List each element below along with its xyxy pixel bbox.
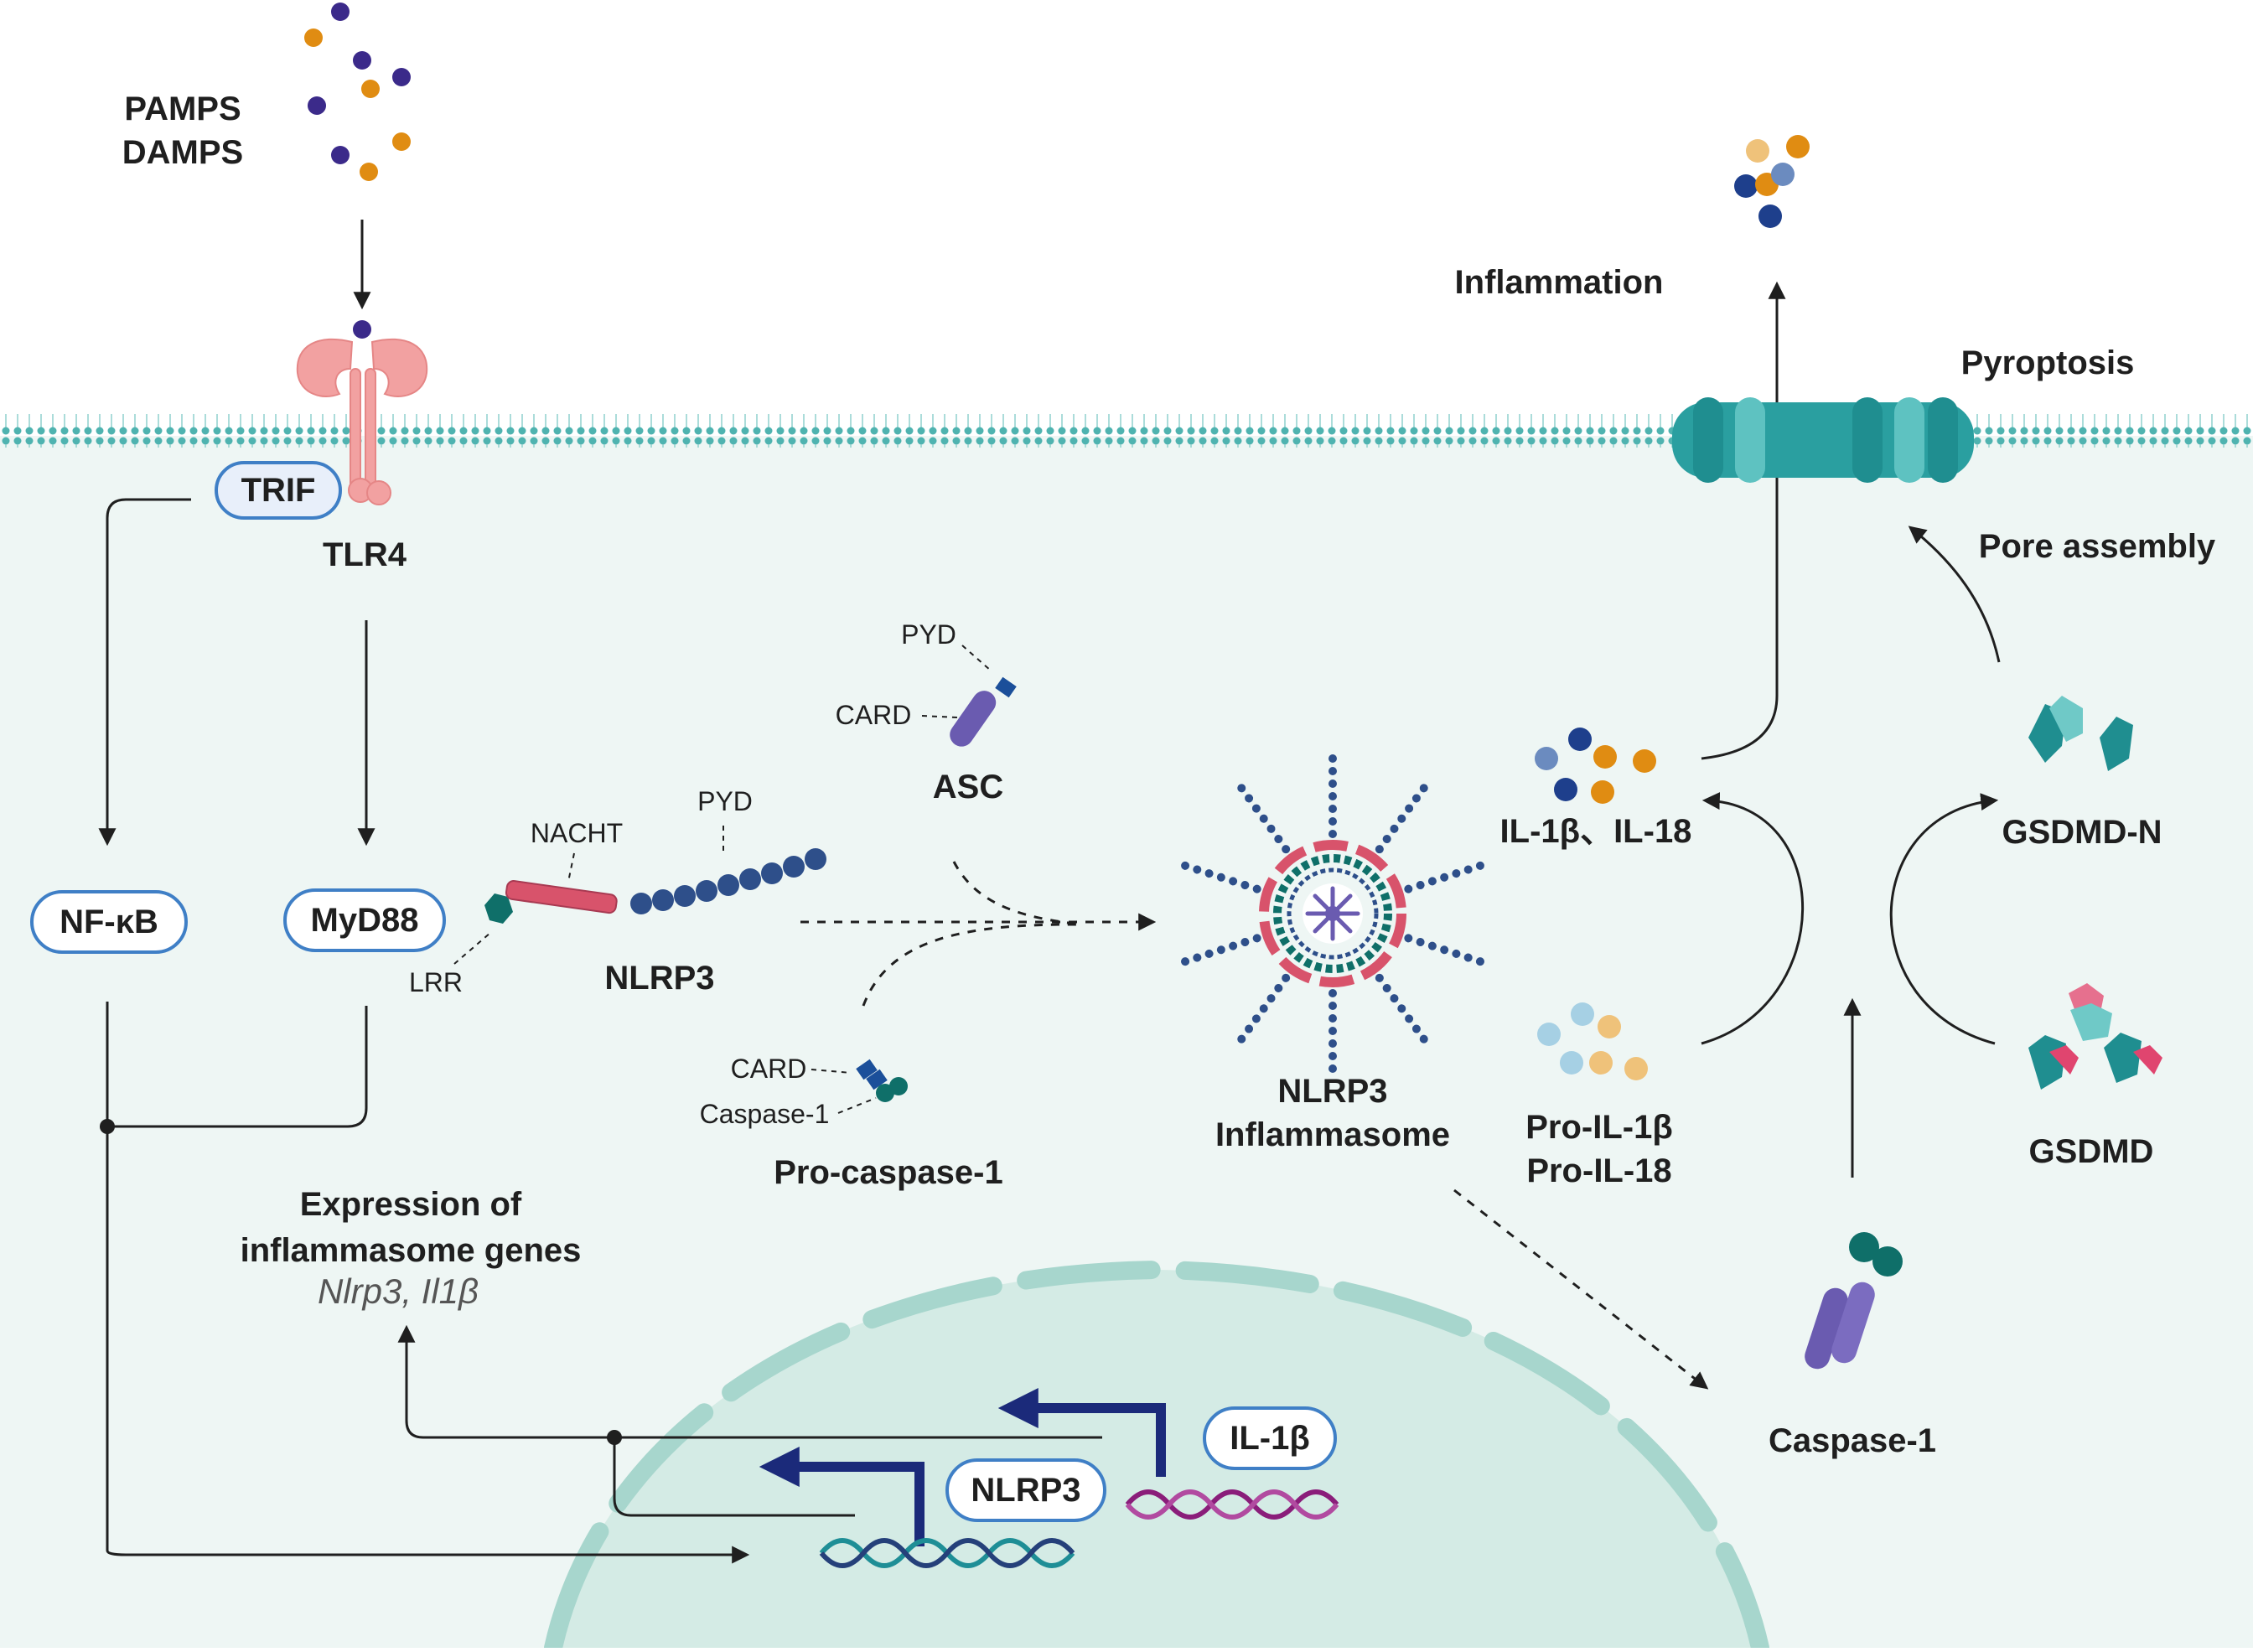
nlrp3-transcript-line xyxy=(613,1437,855,1517)
gene-il1b-label: IL-1β xyxy=(1230,1420,1310,1457)
pyd-asc-label: PYD xyxy=(901,619,956,650)
nfkb-node: NF-κB xyxy=(30,890,188,954)
gsdmd-label: GSDMD xyxy=(2029,1133,2154,1170)
caspase1-domain-label: Caspase-1 xyxy=(700,1099,830,1129)
secretion-arrow xyxy=(1701,281,1786,760)
trif-to-nfkb-arrow xyxy=(98,498,191,847)
caspase1-icon xyxy=(1805,1232,1903,1370)
myd88-label: MyD88 xyxy=(311,902,419,939)
lrr-leader xyxy=(453,932,491,965)
card-asc-label: CARD xyxy=(836,700,912,730)
nlrp3-transcription-arrow xyxy=(759,1447,925,1546)
inflammasome-label-line2: Inflammasome xyxy=(1215,1116,1450,1153)
nacht-label: NACHT xyxy=(531,818,623,848)
pore-assembly-label: Pore assembly xyxy=(1979,528,2216,565)
lrr-label: LRR xyxy=(409,967,463,997)
nfkb-to-nucleus-arrow xyxy=(106,1002,750,1564)
pro-caspase1-icon xyxy=(856,1059,908,1102)
nacht-leader xyxy=(567,852,575,883)
il1b-dna-icon xyxy=(1125,1489,1339,1520)
il-mature-label: IL-1β、IL-18 xyxy=(1500,813,1692,850)
transcript-junction xyxy=(607,1430,622,1445)
nlrp3-dna-icon xyxy=(819,1538,1075,1568)
mature-il-molecules xyxy=(1535,728,1656,804)
assembly-arrows xyxy=(800,861,1157,1007)
inflammasome-to-caspase1-arrow xyxy=(1453,1189,1709,1390)
expression-arrow xyxy=(397,1324,1102,1439)
il1b-gene-node: IL-1β xyxy=(1203,1406,1337,1470)
asc-label: ASC xyxy=(933,769,1003,805)
secreted-il-molecules xyxy=(1734,135,1810,228)
gsdmd-icon xyxy=(2028,983,2162,1090)
nlrp3-inflammasome-icon xyxy=(1181,754,1484,1073)
pyd-nlrp3-label: PYD xyxy=(697,786,753,816)
pro-caspase1-label: Pro-caspase-1 xyxy=(774,1154,1002,1191)
bound-ligand xyxy=(353,320,371,339)
expression-label-line2: inflammasome genes xyxy=(241,1232,582,1269)
maturation-arrow xyxy=(1701,792,1805,1045)
pyd-asc-leader xyxy=(961,645,992,671)
il1b-transcription-arrow xyxy=(997,1388,1166,1477)
inflammasome-label-line1: NLRP3 xyxy=(1277,1073,1387,1110)
myd88-node: MyD88 xyxy=(283,888,446,952)
pro-il1b-label: Pro-IL-1β xyxy=(1525,1109,1673,1146)
caspase-domain-leader xyxy=(837,1097,877,1114)
damps-label: DAMPS xyxy=(122,134,243,171)
card-casp-leader xyxy=(811,1069,852,1074)
pamps-label: PAMPS xyxy=(124,91,241,127)
expression-genes-label: Nlrp3, Il1β xyxy=(318,1271,479,1311)
tlr4-label: TLR4 xyxy=(323,536,407,573)
caspase1-label: Caspase-1 xyxy=(1769,1422,1936,1459)
gsdmd-pore-icon xyxy=(1672,397,1974,483)
expression-label-line1: Expression of xyxy=(300,1186,522,1223)
nlrp3-gene-node: NLRP3 xyxy=(945,1458,1106,1522)
gsdmd-n-icon xyxy=(2028,696,2133,771)
merge-junction xyxy=(100,1119,115,1134)
myd88-merge-line xyxy=(107,1006,368,1128)
inflammation-label: Inflammation xyxy=(1455,264,1664,301)
gsdmd-n-label: GSDMD-N xyxy=(2002,814,2162,851)
trif-label: TRIF xyxy=(241,472,316,509)
trif-node: TRIF xyxy=(215,461,342,520)
nfkb-label: NF-κB xyxy=(60,904,158,940)
card-casp-label: CARD xyxy=(731,1054,807,1084)
asc-protein-icon xyxy=(950,676,1017,747)
tlr4-receptor-icon xyxy=(296,338,428,505)
pore-assembly-arrow xyxy=(1908,526,2001,663)
nlrp3-label: NLRP3 xyxy=(604,960,714,997)
pyroptosis-label: Pyroptosis xyxy=(1961,344,2135,381)
cleavage-arrow xyxy=(1889,793,1999,1045)
gene-nlrp3-label: NLRP3 xyxy=(971,1472,1080,1509)
pro-il18-label: Pro-IL-18 xyxy=(1526,1152,1671,1189)
pamp-damp-molecules xyxy=(304,3,411,181)
nlrp3-protein-icon xyxy=(484,848,826,924)
pro-il-molecules xyxy=(1537,1002,1648,1080)
